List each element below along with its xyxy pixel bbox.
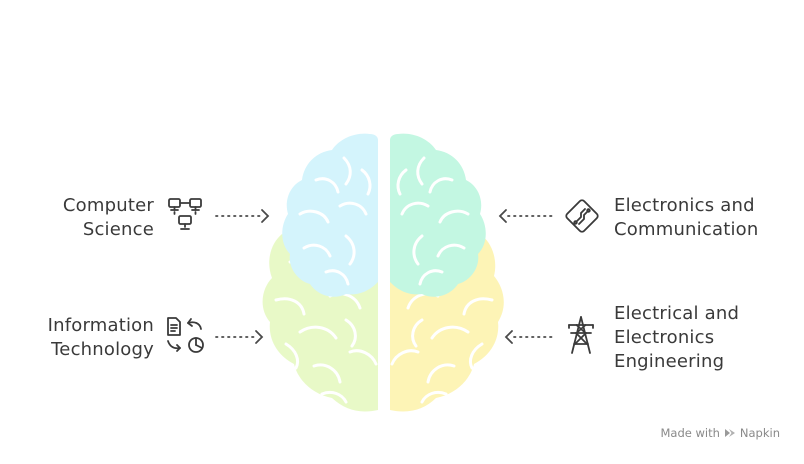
label-line: Science — [82, 219, 154, 240]
transmission-tower-icon — [568, 316, 594, 354]
label-line: Electrical and — [614, 303, 740, 324]
document-cycle-chart-icon — [167, 317, 204, 353]
footer-brand: Napkin — [739, 426, 780, 440]
network-computers-icon — [168, 198, 202, 230]
label-line: Electronics and — [614, 195, 755, 216]
label-line: Electronics — [614, 327, 715, 348]
label-electronics-communication: Electronics and Communication — [614, 194, 758, 242]
label-computer-science: Computer Science — [63, 194, 154, 242]
label-line: Information — [47, 315, 154, 336]
label-electrical-electronics-engineering: Electrical and Electronics Engineering — [614, 302, 739, 374]
label-information-technology: Information Technology — [48, 314, 154, 362]
label-line: Communication — [614, 219, 759, 240]
arrow-ece — [498, 209, 553, 223]
circuit-chip-icon — [565, 199, 599, 233]
label-line: Engineering — [614, 351, 725, 372]
napkin-logo-icon — [724, 429, 735, 437]
brain-right-top-lobe — [390, 133, 486, 297]
brain-left-top-lobe — [282, 133, 378, 297]
label-line: Computer — [62, 195, 154, 216]
footer-made-with: Made with — [660, 426, 720, 440]
arrow-it — [215, 330, 264, 344]
label-line: Technology — [51, 339, 154, 360]
made-with-napkin-footer: Made with Napkin — [661, 426, 781, 440]
arrow-cs — [215, 209, 270, 223]
arrow-eee — [504, 330, 553, 344]
